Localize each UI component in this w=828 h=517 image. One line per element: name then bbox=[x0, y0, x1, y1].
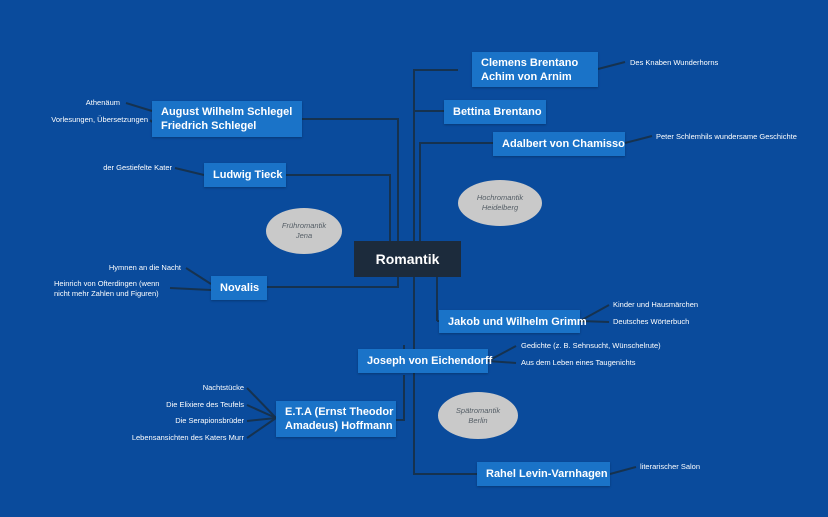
node-label-line-1: Clemens Brentano bbox=[481, 56, 579, 69]
node-eichendorff[interactable]: Joseph von Eichendorff bbox=[358, 349, 492, 373]
node-schlegel[interactable]: August Wilhelm Schlegel Friedrich Schleg… bbox=[152, 101, 302, 137]
leaf-vorlesungen[interactable]: Vorlesungen, Übersetzungen bbox=[51, 115, 148, 124]
node-label-line-2: Achim von Arnim bbox=[481, 70, 572, 83]
node-novalis[interactable]: Novalis bbox=[211, 276, 267, 300]
leaf-serapion[interactable]: Die Serapionsbrüder bbox=[175, 416, 244, 425]
leaf-line-2: nicht mehr Zahlen und Figuren) bbox=[54, 289, 159, 298]
leaf-hymnen[interactable]: Hymnen an die Nacht bbox=[108, 263, 181, 272]
leaf-gedichte[interactable]: Gedichte (z. B. Sehnsucht, Wünschelrute) bbox=[521, 341, 661, 350]
leaf-elixiere[interactable]: Die Elixiere des Teufels bbox=[166, 400, 244, 409]
epoch-place: Berlin bbox=[468, 415, 488, 425]
node-label-line-2: Friedrich Schlegel bbox=[161, 120, 257, 132]
leaf-salon[interactable]: literarischer Salon bbox=[640, 462, 701, 471]
epoch-fruehromantik[interactable]: Frühromantik Jena bbox=[266, 208, 342, 254]
node-grimm[interactable]: Jakob und Wilhelm Grimm bbox=[439, 310, 587, 333]
leaf-taugenichts[interactable]: Aus dem Leben eines Taugenichts bbox=[521, 358, 636, 367]
node-label: Bettina Brentano bbox=[453, 106, 542, 118]
epoch-place: Jena bbox=[295, 231, 313, 240]
node-label: Rahel Levin-Varnhagen bbox=[486, 468, 608, 480]
node-label: Ludwig Tieck bbox=[213, 169, 283, 181]
central-topic-label: Romantik bbox=[375, 251, 440, 267]
node-label: Joseph von Eichendorff bbox=[367, 355, 493, 367]
node-chamisso[interactable]: Adalbert von Chamisso bbox=[493, 132, 625, 156]
epoch-hochromantik[interactable]: Hochromantik Heidelberg bbox=[458, 180, 542, 226]
node-label: Novalis bbox=[220, 282, 260, 294]
epoch-label: Frühromantik bbox=[281, 221, 327, 230]
leaf-woerterbuch[interactable]: Deutsches Wörterbuch bbox=[613, 317, 690, 326]
leaf-nachtstuecke[interactable]: Nachtstücke bbox=[202, 383, 244, 392]
leaf-schlemihl[interactable]: Peter Schlemhils wundersame Geschichte bbox=[656, 132, 797, 141]
epoch-place: Heidelberg bbox=[481, 203, 519, 212]
node-label-line-1: E.T.A (Ernst Theodor bbox=[285, 406, 394, 418]
leaf-kater-murr[interactable]: Lebensansichten des Katers Murr bbox=[131, 433, 244, 442]
leaf-hausmaerchen[interactable]: Kinder und Hausmärchen bbox=[613, 300, 699, 309]
leaf-gestiefelter-kater[interactable]: der Gestiefelte Kater bbox=[103, 163, 172, 172]
leaf-ofterdingen[interactable]: Heinrich von Ofterdingen (wenn nicht meh… bbox=[54, 279, 159, 299]
node-label: Adalbert von Chamisso bbox=[502, 138, 625, 150]
node-hoffmann[interactable]: E.T.A (Ernst Theodor Amadeus) Hoffmann bbox=[276, 401, 396, 437]
central-topic[interactable]: Romantik bbox=[354, 241, 461, 277]
node-label-line-2: Amadeus) Hoffmann bbox=[285, 420, 393, 432]
node-tieck[interactable]: Ludwig Tieck bbox=[204, 163, 286, 187]
node-bettina-brentano[interactable]: Bettina Brentano bbox=[444, 100, 546, 124]
epoch-spaetromantik[interactable]: Spätromantik Berlin bbox=[438, 392, 518, 439]
node-label-line-1: August Wilhelm Schlegel bbox=[161, 106, 293, 118]
node-brentano-arnim[interactable]: Clemens Brentano Achim von Arnim bbox=[472, 52, 598, 87]
leaf-line-1: Heinrich von Ofterdingen (wenn bbox=[54, 279, 160, 288]
epoch-label: Spätromantik bbox=[455, 405, 501, 415]
epoch-label: Hochromantik bbox=[476, 193, 524, 202]
node-levin-varnhagen[interactable]: Rahel Levin-Varnhagen bbox=[477, 462, 610, 486]
node-label: Jakob und Wilhelm Grimm bbox=[448, 315, 587, 328]
leaf-athenaeum[interactable]: Athenäum bbox=[85, 98, 120, 107]
leaf-wunderhorn[interactable]: Des Knaben Wunderhorns bbox=[630, 58, 719, 67]
